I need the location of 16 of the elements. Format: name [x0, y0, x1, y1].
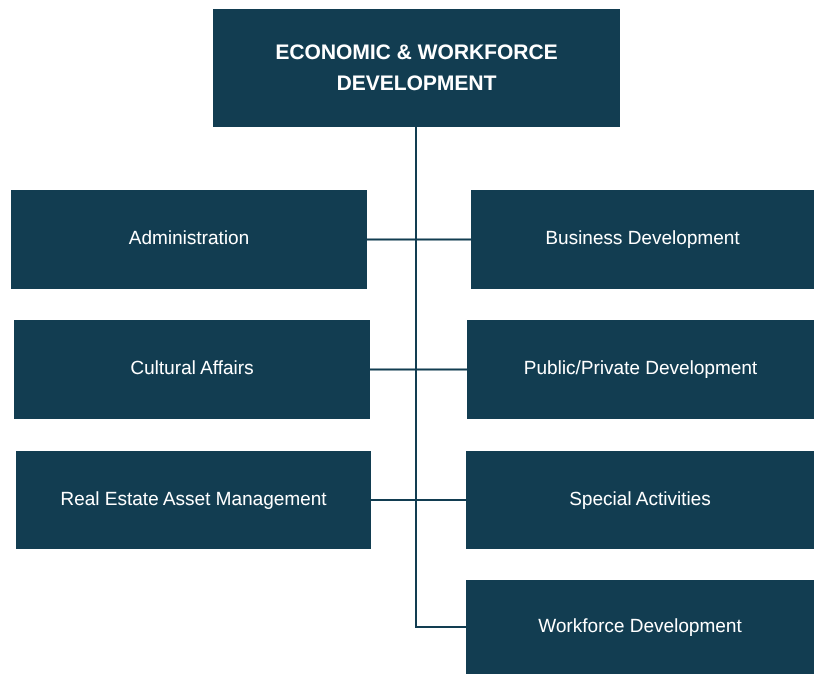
- unit-box: [466, 451, 814, 549]
- unit-box: [11, 190, 367, 289]
- unit-name: ECONOMIC & WORKFORCE DEVELOPMENT: [274, 40, 559, 97]
- unit-name: Workforce Development: [538, 614, 742, 639]
- unit-box: [466, 580, 814, 674]
- unit-box: [16, 451, 371, 549]
- unit-box: [14, 320, 370, 419]
- unit-name: Business Development: [545, 227, 740, 252]
- unit-name: Cultural Affairs: [130, 357, 254, 382]
- unit-box: [467, 320, 814, 419]
- unit-box: [471, 190, 814, 289]
- unit-name: Public/Private Development: [524, 357, 758, 382]
- unit-name: Real Estate Asset Management: [60, 488, 327, 512]
- unit-name: Special Activities: [569, 488, 711, 512]
- unit-name: Administration: [128, 227, 250, 252]
- header-box: [213, 9, 620, 127]
